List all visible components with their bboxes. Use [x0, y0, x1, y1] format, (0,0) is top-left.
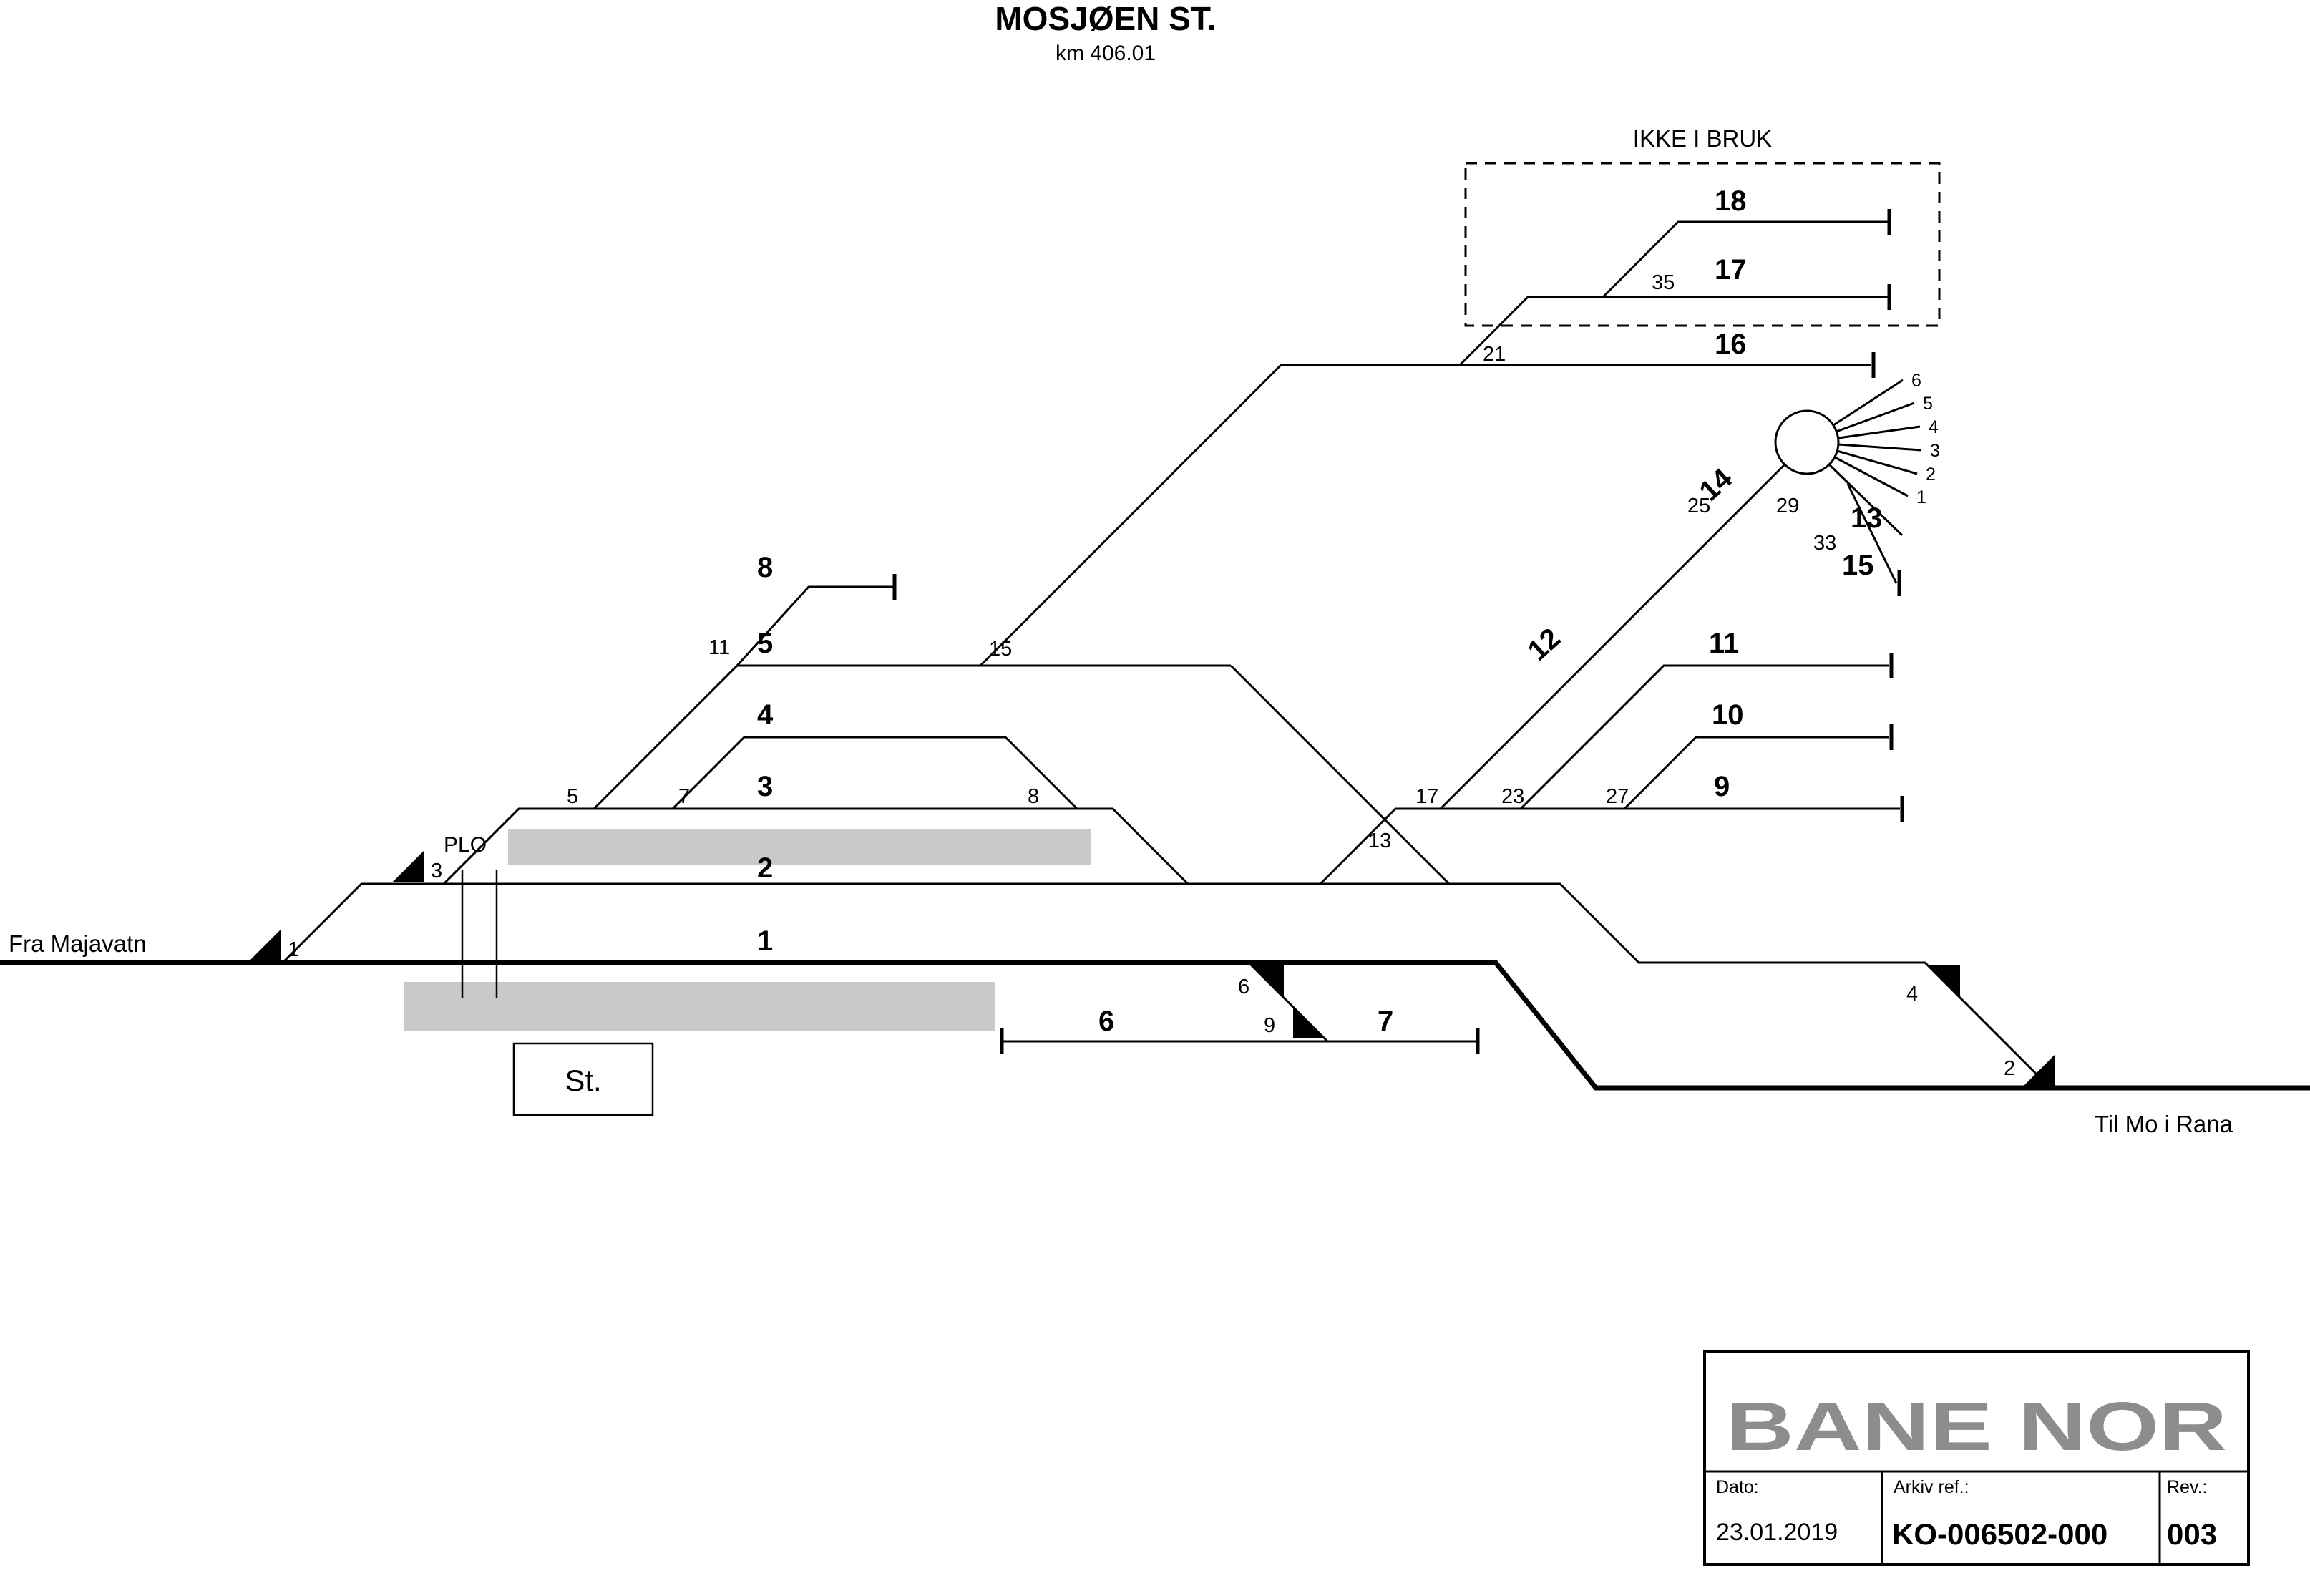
switch-21-label: 21: [1483, 343, 1506, 366]
spoke-2: [1836, 449, 1918, 475]
ikke-i-bruk-label: IKKE I BRUK: [1633, 125, 1772, 152]
switch-15-label: 15: [989, 638, 1012, 661]
track-number-labels: 8 5 4 3 2 1 6 7 9 10 11 12 14 13 15 16 1…: [757, 185, 1883, 1037]
spoke-1: [1834, 456, 1909, 497]
plo-label: PLO: [444, 833, 487, 857]
switch-27-label: 27: [1606, 785, 1629, 808]
spoke-3: [1838, 443, 1922, 452]
switch4-triangle: [1929, 965, 1960, 997]
track-17-label: 17: [1715, 254, 1747, 286]
switch-29-label: 29: [1776, 495, 1799, 517]
switch-6-label: 6: [1238, 975, 1249, 998]
switch-11-label: 11: [708, 636, 730, 659]
switch9-triangle: [1293, 1006, 1325, 1038]
track-8-label: 8: [757, 552, 773, 583]
switch6-triangle: [1252, 965, 1284, 997]
switch-35-label: 35: [1652, 271, 1675, 294]
track-5-label: 5: [757, 628, 773, 659]
endpoint-right-label: Til Mo i Rana: [2095, 1111, 2233, 1137]
track13-line: [1828, 463, 1904, 537]
track12-line: [1439, 463, 1786, 810]
title-block-frame: [1703, 1350, 2250, 1566]
page-title: MOSJØEN ST.: [995, 0, 1216, 37]
track3-line: [442, 807, 1189, 885]
switch1-triangle: [249, 930, 281, 961]
switch3-triangle: [392, 851, 424, 882]
track16-line: [979, 364, 1871, 667]
spoke-2-label: 2: [1926, 464, 1936, 485]
endpoint-left-label: Fra Majavatn: [9, 930, 147, 957]
dato-label: Dato:: [1716, 1477, 1759, 1497]
track5-descent: [1229, 664, 1451, 885]
track-13-label: 13: [1851, 502, 1883, 534]
switch-25-label: 25: [1687, 495, 1710, 517]
track15-line: [1846, 483, 1898, 584]
track-12-label: 12: [1522, 622, 1567, 666]
switch-17-label: 17: [1415, 785, 1438, 808]
spoke-6: [1833, 379, 1904, 427]
rev-label: Rev.:: [2167, 1477, 2208, 1497]
track-6-label: 6: [1098, 1006, 1114, 1037]
bane-nor-logo: BANE NOR: [1726, 1388, 2227, 1465]
switch-4-label: 4: [1906, 983, 1918, 1006]
switch-2-label: 2: [2004, 1057, 2015, 1080]
rev-value: 003: [2167, 1517, 2217, 1551]
track-18-label: 18: [1715, 185, 1747, 217]
platform-track1: [404, 982, 995, 1031]
track11-line: [1519, 664, 1889, 810]
ikke-i-bruk-box: [1464, 162, 1941, 327]
track18-line: [1602, 220, 1889, 298]
track-3-label: 3: [757, 771, 773, 802]
spoke-4: [1838, 425, 1921, 439]
turntable: [1774, 409, 1840, 475]
main-line-track1: [0, 960, 2310, 1091]
track-9-label: 9: [1714, 771, 1730, 802]
arkiv-value: KO-006502-000: [1892, 1517, 2107, 1551]
spoke-3-label: 3: [1930, 441, 1940, 461]
station-box-label: St.: [565, 1064, 601, 1097]
switch2-triangle: [2024, 1054, 2055, 1086]
track-1-label: 1: [757, 925, 773, 957]
switch-5-label: 5: [567, 785, 578, 808]
page-km: km 406.01: [1056, 42, 1156, 65]
turntable-spoke-labels: 6 5 4 3 2 1: [1911, 371, 1940, 507]
track17-line: [1458, 296, 1889, 366]
station-box: [512, 1042, 654, 1116]
turntable-spokes: [1833, 379, 1922, 497]
switch-3-label: 3: [431, 860, 442, 882]
spoke-6-label: 6: [1911, 371, 1921, 391]
switch-13-label: 13: [1368, 829, 1391, 852]
arkiv-label: Arkiv ref.:: [1894, 1477, 1969, 1497]
track4-line: [671, 736, 1078, 810]
track-16-label: 16: [1715, 329, 1747, 360]
track-15-label: 15: [1842, 550, 1874, 581]
track8-line: [736, 585, 895, 667]
switch-7-label: 7: [678, 785, 690, 808]
title-block: BANE NOR Dato: 23.01.2019 Arkiv ref.: KO…: [1703, 1350, 2250, 1566]
track-10-label: 10: [1712, 699, 1744, 731]
platform-track2: [508, 829, 1091, 865]
track-7-label: 7: [1378, 1006, 1393, 1037]
track-2-label: 2: [757, 852, 773, 884]
switch-23-label: 23: [1501, 785, 1524, 808]
switch-number-labels: 1 3 5 7 8 11 15 13 17 23 27 21 35 25 29 …: [288, 271, 2015, 1080]
switch-33-label: 33: [1813, 532, 1836, 555]
track-4-label: 4: [757, 699, 774, 731]
switch5-diagonal: [593, 664, 739, 810]
buffer-stops: [892, 209, 1904, 1054]
spoke-4-label: 4: [1929, 417, 1939, 437]
track2-line: [281, 882, 2052, 1089]
switch-1-label: 1: [288, 938, 299, 961]
switch13-diagonal: [1319, 807, 1397, 885]
switch-9-label: 9: [1264, 1014, 1275, 1037]
switch-triangles: [249, 851, 2055, 1086]
spoke-1-label: 1: [1916, 487, 1926, 507]
track-11-label: 11: [1709, 628, 1739, 659]
spoke-5: [1836, 402, 1915, 433]
dato-value: 23.01.2019: [1716, 1519, 1838, 1546]
spoke-5-label: 5: [1923, 394, 1933, 414]
track10-line: [1623, 736, 1889, 810]
switch-8-label: 8: [1028, 785, 1039, 808]
